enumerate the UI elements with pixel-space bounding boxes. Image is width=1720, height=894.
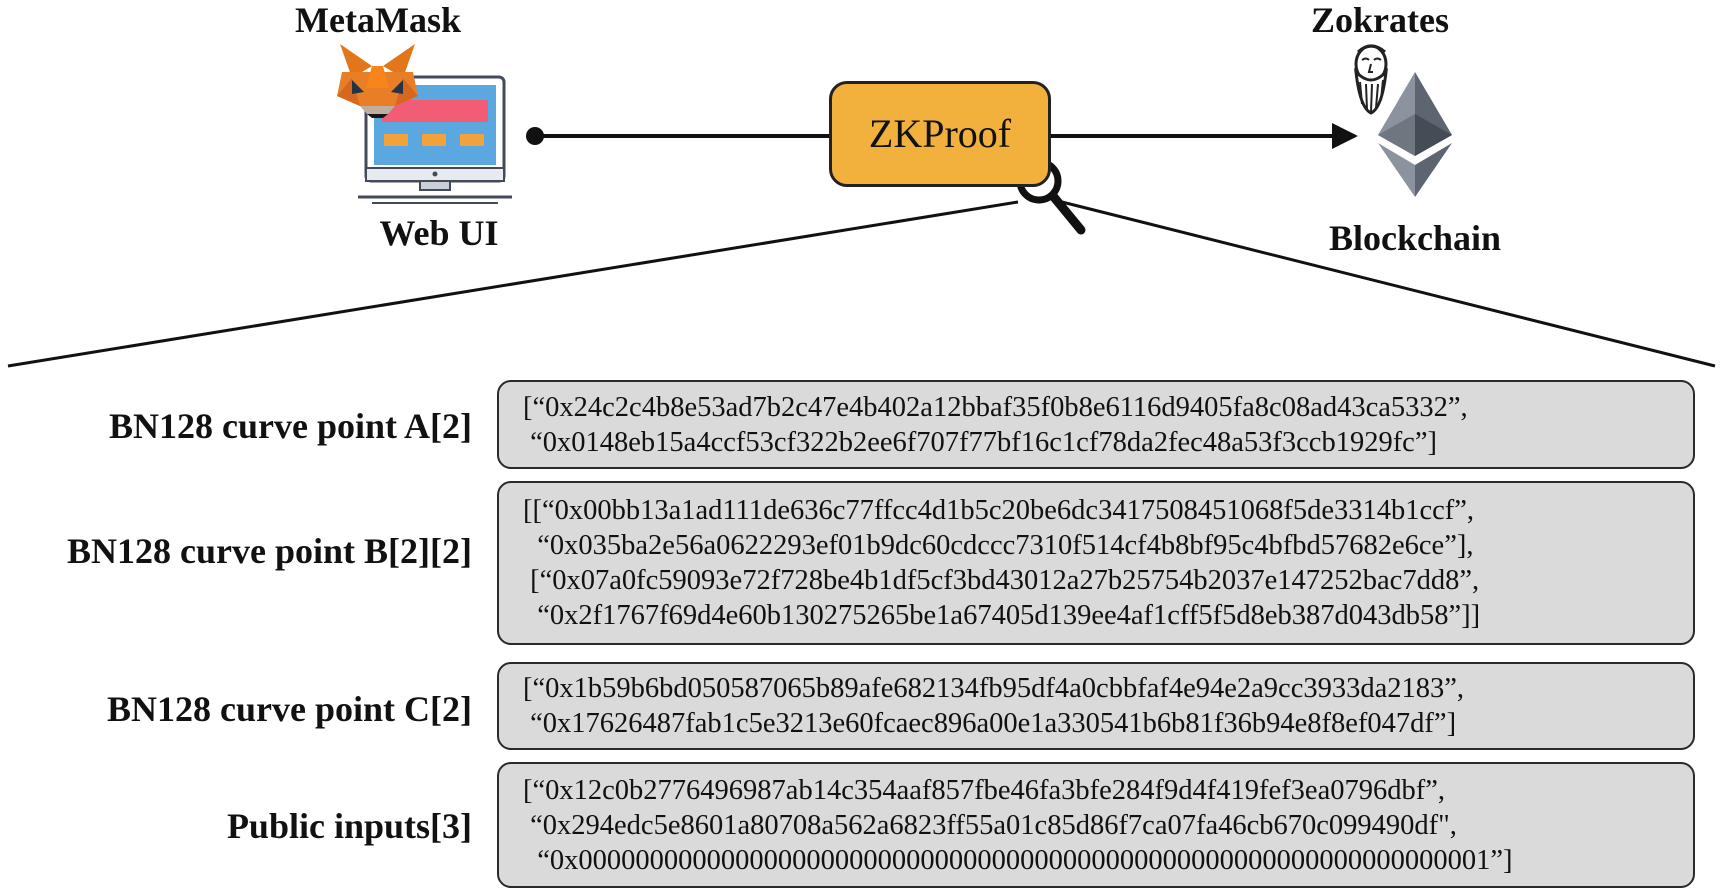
zkproof-label: ZKProof [868,111,1012,156]
field-public-line-1: [“0x12c0b2776496987ab14c354aaf857fbe46fa… [523,774,1445,806]
field-public-line-2: “0x294edc5e8601a80708a562a6823ff55a01c85… [523,809,1457,841]
socrates-head-icon [1354,44,1388,115]
field-label-b: BN128 curve point B[2][2] [67,531,472,571]
field-b-line-1: [[“0x00bb13a1ad111de636c77ffcc4d1b5c20be… [523,495,1475,526]
field-label-a: BN128 curve point A[2] [109,406,472,446]
field-a-line-1: [“0x24c2c4b8e53ad7b2c47e4b402a12bbaf35f0… [523,391,1468,423]
blockchain-label: Blockchain [1328,218,1502,258]
field-public-line-3: “0x0000000000000000000000000000000000000… [523,844,1513,876]
field-value-box-b: [[“0x00bb13a1ad111de636c77ffcc4d1b5c20be… [497,481,1695,645]
field-label-public-inputs: Public inputs[3] [226,806,472,846]
metamask-fox-icon [337,44,418,118]
zkproof-box: ZKProof [829,81,1051,187]
wallet-label: MetaMask [295,0,461,40]
flow-arrowhead [1332,123,1358,149]
field-value-box-c: [“0x1b59b6bd050587065b89afe682134fb95df4… [497,662,1695,750]
ethereum-icon [1378,72,1452,197]
field-c-line-2: “0x17626487fab1c5e3213e60fcaec896a00e1a3… [523,708,1457,739]
webui-label: Web UI [379,213,499,253]
field-b-line-3: [“0x07a0fc59093e72f728be4b1df5cf3bd43012… [523,565,1480,596]
field-value-box-public-inputs: [“0x12c0b2776496987ab14c354aaf857fbe46fa… [497,762,1695,888]
field-value-box-a: [“0x24c2c4b8e53ad7b2c47e4b402a12bbaf35f0… [497,380,1695,469]
zoom-line-right [1061,200,1716,368]
field-c-line-1: [“0x1b59b6bd050587065b89afe682134fb95df4… [523,673,1465,704]
field-b-line-2: “0x035ba2e56a0622293ef01b9dc60cdccc7310f… [523,530,1474,561]
field-label-c: BN128 curve point C[2] [107,689,472,729]
zoom-line-left [7,200,1019,368]
field-a-line-2: “0x0148eb15a4ccf53cf322b2ee6f707f77bf16c… [523,426,1437,458]
zokrates-label: Zokrates [1311,0,1449,40]
field-b-line-4: “0x2f1767f69d4e60b130275265be1a67405d139… [523,600,1481,631]
